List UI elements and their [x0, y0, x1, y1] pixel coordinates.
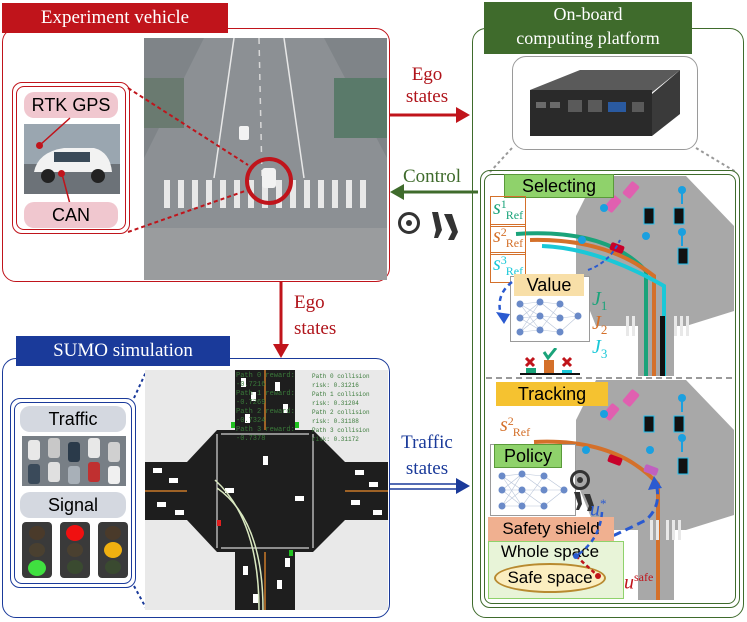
tracking-sref-symbol: s: [500, 414, 508, 436]
tracking-title: Tracking: [496, 382, 608, 406]
sensor-box-inner: [16, 86, 126, 230]
sumo-title: SUMO simulation: [16, 336, 230, 366]
traffic-signal-box: [10, 398, 136, 588]
s3-ref-sup: 3: [500, 253, 507, 267]
s2-ref-sub: Ref: [505, 236, 524, 250]
risk-line-0: Path 0 collision risk: 0.31216: [312, 373, 370, 389]
risk-line-3: Path 3 collision risk: 0.31172: [312, 427, 370, 443]
onboard-title-line1: On-board: [553, 4, 623, 24]
policy-network-graph: [498, 470, 568, 510]
onboard-title-line2: computing platform: [516, 28, 660, 48]
rtk-dot: [36, 142, 43, 149]
section-divider: [486, 377, 732, 379]
policy-pedals-icon: [572, 490, 598, 517]
s1-ref-label: s 1 Ref: [490, 196, 527, 227]
risk-line-1: Path 1 collision risk: 0.31204: [312, 391, 370, 407]
control-label: Control: [402, 166, 462, 187]
traffic-tag: Traffic: [20, 406, 126, 432]
vehicle-photo: [24, 124, 120, 194]
safe-space-region: [494, 563, 606, 593]
reward-line-3: Path 3 reward: -0.7378: [236, 426, 295, 443]
value-bars: [520, 347, 580, 381]
s2-ref-symbol: s: [493, 225, 501, 247]
risk-line-2: Path 2 collision risk: 0.31188: [312, 409, 370, 425]
tracking-scene: [533, 380, 734, 600]
u-star-symbol: u: [590, 498, 600, 521]
safety-shield-title: Safety shield: [488, 517, 614, 541]
computer-image: [520, 66, 688, 145]
traffic-photo: [22, 436, 126, 486]
safe-space-label: Safe space: [507, 568, 593, 587]
j3-sub: 3: [600, 346, 608, 361]
reward-line-1: Path 1 reward: -0.7269: [236, 390, 295, 407]
reward-line-2: Path 2 reward: -0.7324: [236, 408, 295, 425]
tracking-sref-label: s 2 Ref: [500, 414, 530, 443]
traffic-states-label-1: Traffic: [401, 432, 453, 453]
s1-ref-sup: 1: [500, 197, 507, 211]
can-dot: [58, 170, 65, 177]
j2-sub: 2: [600, 322, 608, 337]
sumo-reward-readout: Path 0 reward: -0.7216 Path 1 reward: -0…: [236, 372, 306, 444]
traffic-light-green: [22, 522, 52, 578]
j1-label: J1: [592, 288, 607, 314]
ego-states-mid-label-2: states: [294, 318, 337, 339]
signal-tag: Signal: [20, 492, 126, 518]
s1-ref-sub: Ref: [505, 208, 524, 222]
sumo-intersection-view: [145, 370, 388, 610]
traffic-tag-label: Traffic: [48, 409, 98, 429]
can-label: CAN: [24, 202, 118, 228]
u-star-label: u*: [590, 496, 607, 522]
value-network-graph: [516, 298, 582, 336]
onboard-title: On-board computing platform: [484, 2, 692, 54]
sumo-risk-readout: Path 0 collision risk: 0.31216 Path 1 co…: [312, 372, 388, 444]
selecting-scene: [515, 176, 734, 376]
ego-states-mid-label-1: Ego: [294, 292, 325, 313]
selecting-title: Selecting: [504, 174, 614, 198]
ego-states-top-label-1: Ego: [411, 64, 443, 85]
pedals-icon: [428, 208, 462, 247]
ego-states-top-label-2: states: [405, 86, 449, 107]
reward-line-0: Path 0 reward: -0.7216: [236, 372, 295, 389]
j2-label: J2: [592, 312, 607, 338]
algorithm-frame: [480, 170, 740, 608]
policy-steering-icon: [570, 470, 590, 490]
traffic-light-yellow: [98, 522, 128, 578]
s3-ref-symbol: s: [493, 253, 501, 275]
j1-sub: 1: [600, 298, 608, 313]
s2-ref-sup: 2: [500, 225, 507, 239]
tracking-sref-sup: 2: [507, 414, 514, 428]
j3-label: J3: [592, 336, 607, 362]
traffic-light-red: [60, 522, 90, 578]
j2-symbol: J: [592, 312, 601, 334]
value-title: Value: [514, 274, 584, 296]
tracking-sref-sub: Ref: [512, 425, 531, 439]
sensor-box: [12, 82, 130, 234]
ego-car-highlight-circle: [245, 157, 293, 205]
traffic-signal-box-inner: [14, 402, 132, 584]
u-star-sup: *: [600, 496, 607, 511]
s1-ref-symbol: s: [493, 197, 501, 219]
traffic-states-label-2: states: [405, 458, 449, 479]
j1-symbol: J: [592, 288, 601, 310]
rtk-gps-label: RTK GPS: [24, 92, 118, 118]
u-safe-sup: safe: [634, 570, 654, 584]
u-safe-label: usafe: [624, 570, 653, 595]
policy-title: Policy: [494, 444, 562, 468]
u-safe-symbol: u: [624, 571, 634, 594]
aerial-road-photo: [144, 38, 387, 280]
s2-ref-label: s 2 Ref: [490, 224, 527, 255]
j3-symbol: J: [592, 336, 601, 358]
signal-tag-label: Signal: [47, 495, 99, 515]
steering-wheel-icon: [398, 212, 420, 234]
experiment-vehicle-title: Experiment vehicle: [2, 3, 228, 33]
